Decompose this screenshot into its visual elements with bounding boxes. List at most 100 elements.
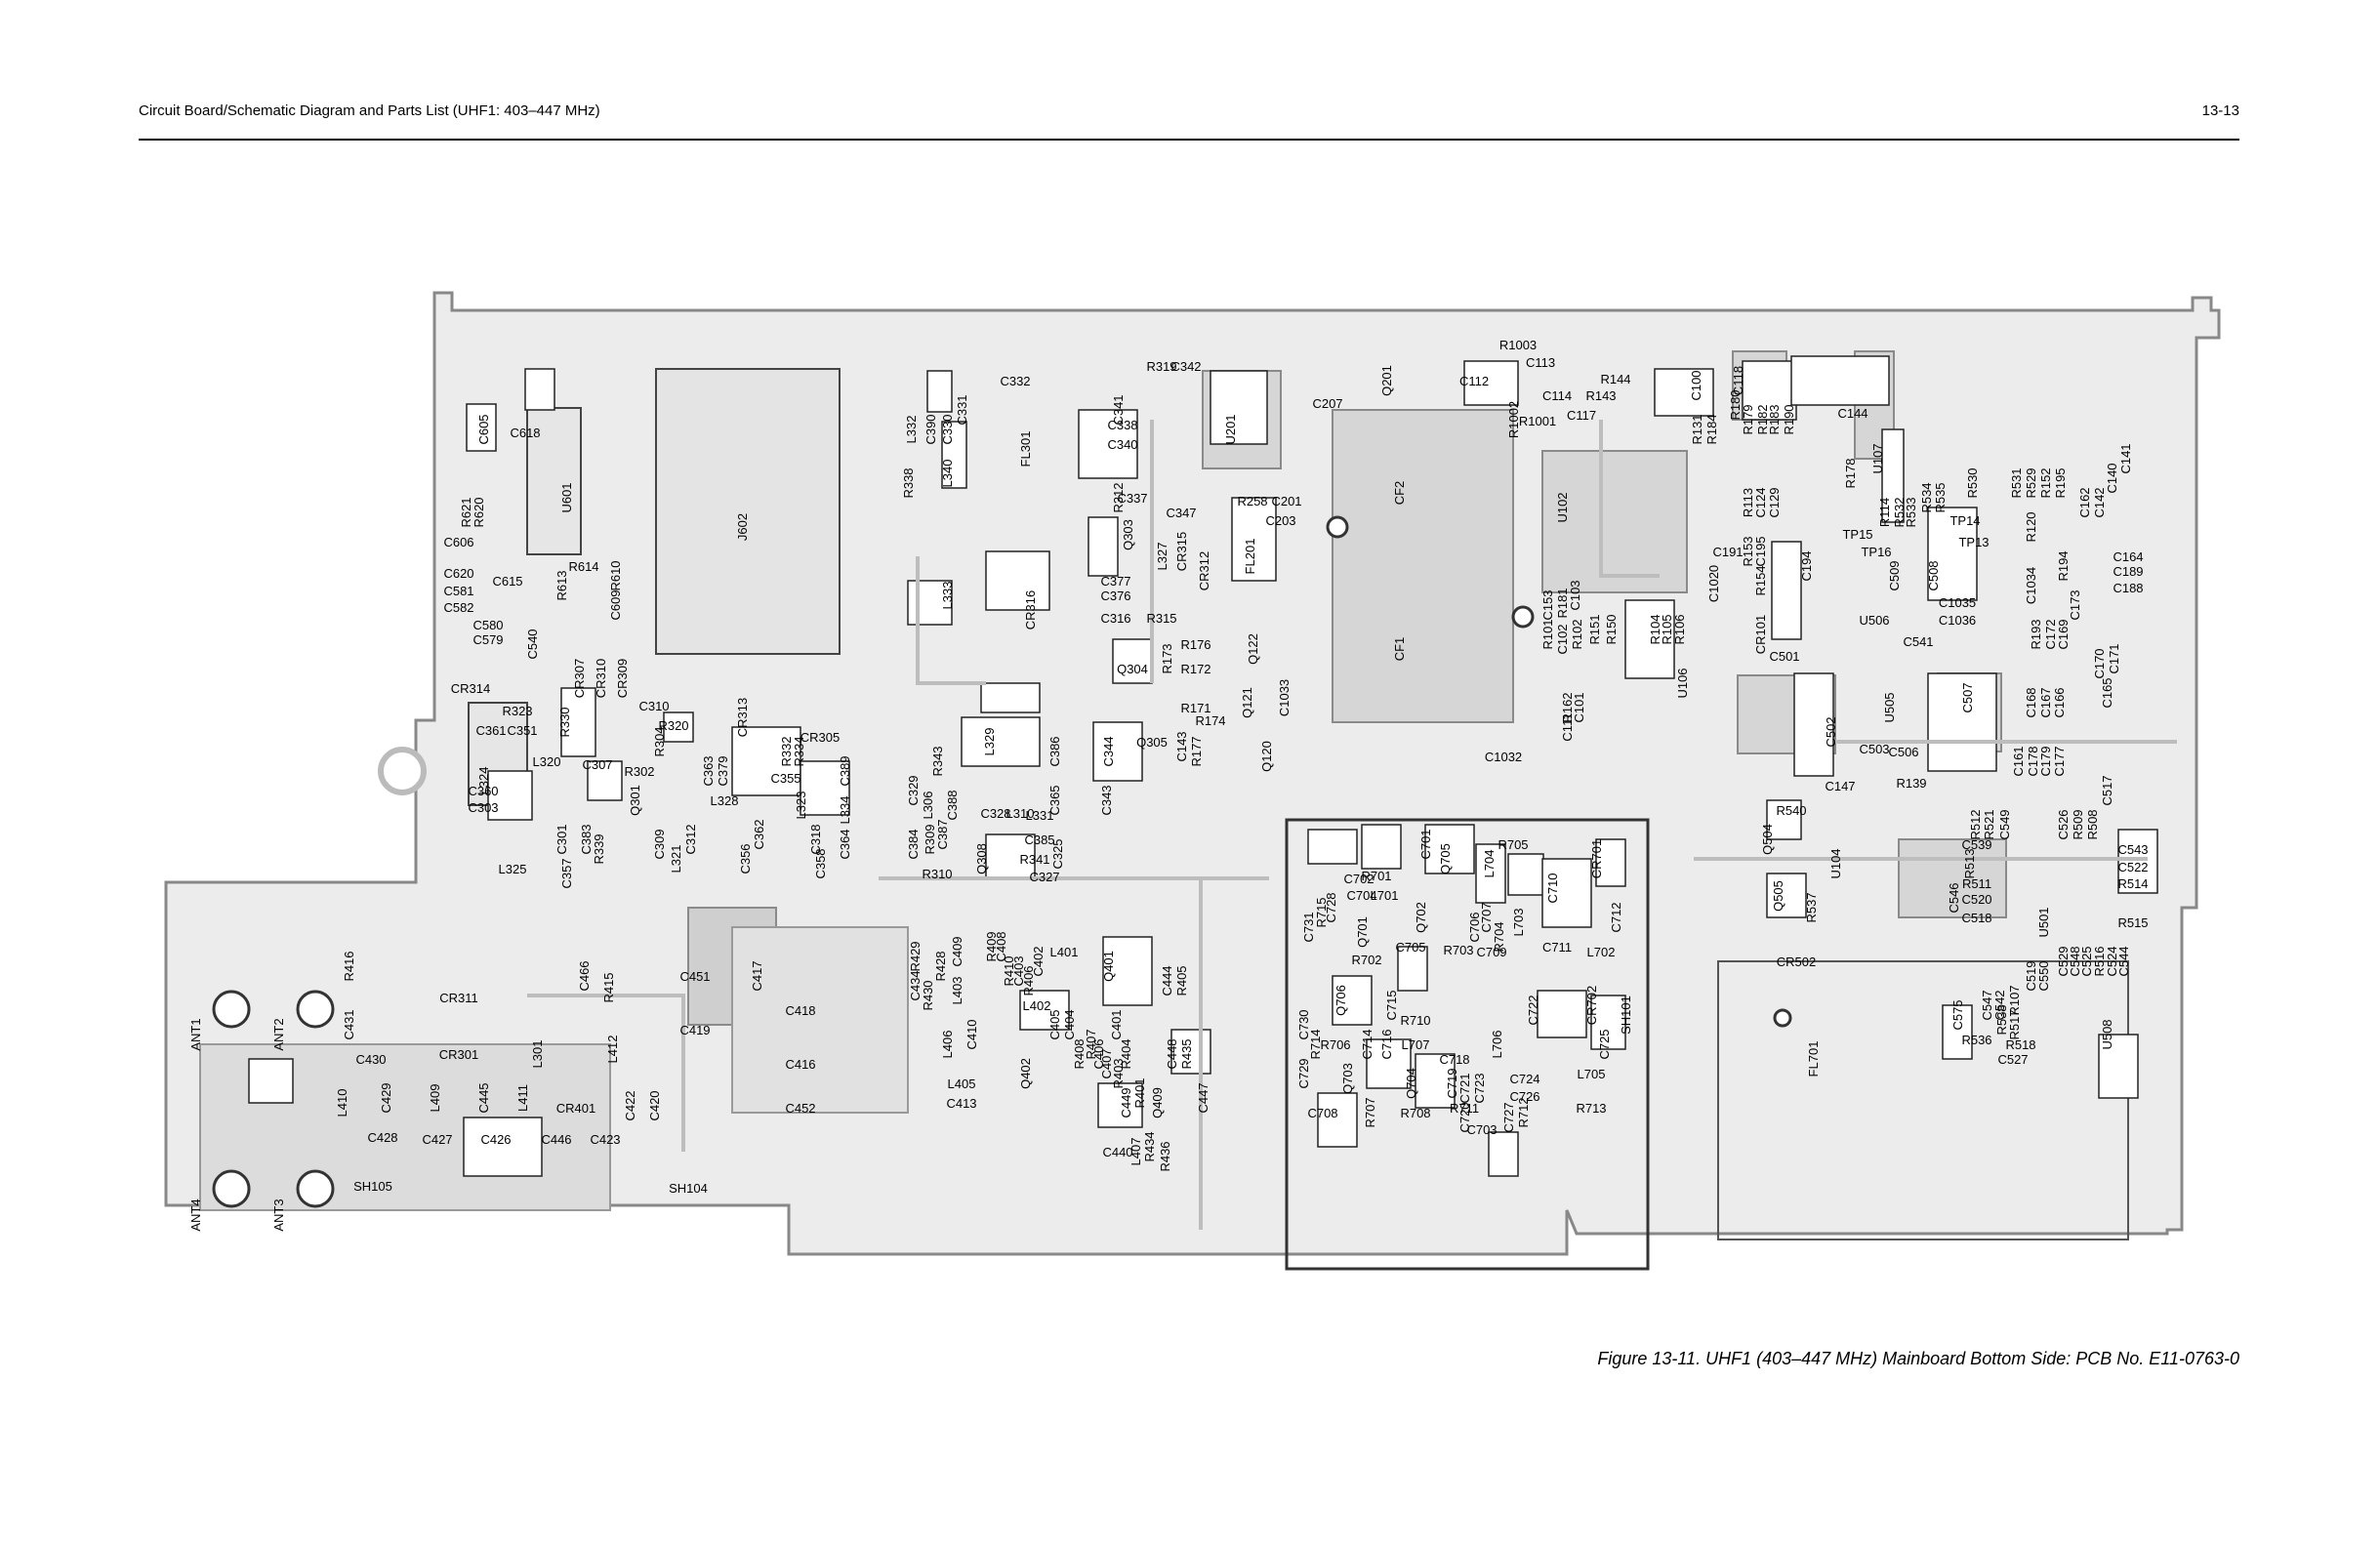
refdes-r102: R102 [1570,619,1584,649]
refdes-r182: R182 [1755,404,1770,434]
refdes-c356: C356 [738,843,753,874]
refdes-c703: C703 [1466,1122,1497,1137]
refdes-c727: C727 [1501,1102,1516,1132]
refdes-u506: U506 [1859,613,1889,628]
refdes-l705: L705 [1578,1067,1606,1081]
refdes-l703: L703 [1511,909,1526,937]
refdes-r613: R613 [554,570,569,600]
refdes-r406: R406 [1021,965,1036,995]
refdes-cr401: CR401 [556,1101,595,1116]
refdes-l402: L402 [1023,998,1051,1013]
refdes-c347: C347 [1166,506,1196,520]
refdes-r710: R710 [1400,1013,1430,1028]
refdes-r151: R151 [1587,614,1602,644]
refdes-cr314: CR314 [451,681,490,696]
refdes-c707: C707 [1479,902,1494,932]
refdes-cr315: CR315 [1174,532,1189,571]
refdes-u106: U106 [1675,668,1690,698]
refdes-l407: L407 [1128,1138,1143,1166]
refdes-r120: R120 [2024,511,2038,542]
refdes-c620: C620 [443,566,473,581]
refdes-r181: R181 [1555,588,1570,618]
refdes-r312: R312 [1111,482,1126,512]
refdes-c615: C615 [492,574,522,589]
refdes-c303: C303 [468,800,498,815]
refdes-q705: Q705 [1438,843,1453,874]
refdes-r511: R511 [1962,876,1991,891]
refdes-c402: C402 [1031,946,1046,976]
refdes-q120: Q120 [1259,741,1274,772]
refdes-c720: C720 [1457,1102,1472,1132]
refdes-u505: U505 [1882,692,1897,722]
refdes-c422: C422 [623,1090,637,1120]
refdes-tp16: TP16 [1861,545,1891,559]
refdes-r153: R153 [1741,536,1755,566]
refdes-r332: R332 [779,736,794,766]
refdes-c507: C507 [1960,682,1975,712]
refdes-r430: R430 [921,980,935,1010]
refdes-r534: R534 [1919,482,1934,512]
refdes-r101: R101 [1540,619,1555,649]
refdes-c388: C388 [945,790,960,820]
refdes-r1002: R1002 [1506,401,1521,438]
refdes-c327: C327 [1029,870,1059,884]
refdes-c702: C702 [1343,872,1374,886]
refdes-q504: Q504 [1760,824,1775,855]
refdes-l405: L405 [948,1077,976,1091]
refdes-c420: C420 [647,1090,662,1120]
refdes-c340: C340 [1107,437,1137,452]
refdes-r434: R434 [1142,1131,1157,1161]
refdes-c171: C171 [2107,643,2121,673]
refdes-l333: L333 [940,582,955,610]
refdes-c173: C173 [2068,589,2082,620]
refdes-c309: C309 [652,829,667,859]
refdes-q702: Q702 [1414,902,1428,933]
refdes-c725: C725 [1597,1029,1612,1059]
refdes-fl701: FL701 [1806,1041,1821,1077]
refdes-c544: C544 [2116,946,2131,976]
refdes-c406: C406 [1091,1038,1106,1069]
refdes-c418: C418 [785,1003,815,1018]
refdes-l328: L328 [711,793,739,808]
refdes-c168: C168 [2024,687,2038,717]
refdes-r714: R714 [1308,1029,1323,1059]
refdes-c428: C428 [367,1130,397,1145]
refdes-c337: C337 [1117,491,1147,506]
traces [527,420,2177,1230]
refdes-c387: C387 [935,819,950,849]
refdes-r184: R184 [1704,414,1719,444]
refdes-r315: R315 [1146,611,1176,626]
refdes-sh104: SH104 [669,1181,708,1196]
refdes-r533: R533 [1904,497,1918,527]
refdes-c188: C188 [2113,581,2143,595]
refdes-r1001: R1001 [1519,414,1556,428]
refdes-c403: C403 [1011,955,1026,986]
refdes-c501: C501 [1769,649,1799,664]
refdes-l702: L702 [1587,945,1616,959]
refdes-c518: C518 [1961,911,1991,925]
refdes-l412: L412 [605,1036,620,1064]
refdes-q121: Q121 [1240,687,1254,718]
refdes-r409: R409 [984,931,999,961]
refdes-c1032: C1032 [1485,750,1522,764]
refdes-r536: R536 [1961,1033,1991,1047]
refdes-c207: C207 [1312,396,1342,411]
refdes-l310: L310 [1006,806,1035,821]
refdes-r1003: R1003 [1499,338,1537,352]
refdes-c328: C328 [980,806,1010,821]
refdes-tp15: TP15 [1842,527,1872,542]
refdes-r435: R435 [1179,1038,1194,1069]
refdes-c316: C316 [1100,611,1130,626]
refdes-c203: C203 [1265,513,1295,528]
refdes-c431: C431 [342,1009,356,1039]
refdes-c364: C364 [838,829,852,859]
refdes-r403: R403 [1111,1058,1126,1088]
refdes-q409: Q409 [1150,1087,1165,1118]
refdes-fl201: FL201 [1243,539,1257,575]
refdes-l401: L401 [1050,945,1079,959]
refdes-c726: C726 [1509,1089,1539,1104]
refdes-c189: C189 [2113,564,2143,579]
refdes-c718: C718 [1439,1052,1469,1067]
refdes-c719: C719 [1445,1068,1459,1098]
